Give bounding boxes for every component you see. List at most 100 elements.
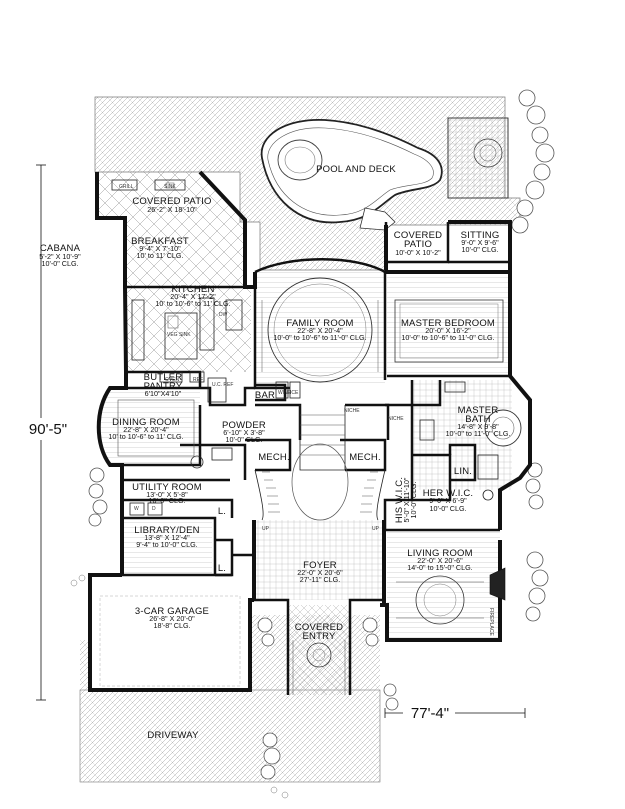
hedges	[88, 89, 555, 780]
library-size: 13'-8" X 12'-4"	[144, 533, 190, 542]
fireplace-group: FIREPLACE	[488, 608, 494, 636]
powder-fixtures	[190, 447, 233, 469]
master-bed-ceiling	[394, 299, 504, 363]
master-bedroom-clg: 10'-0" to 10'-6" to 11'-0" CLG.	[401, 333, 494, 342]
cabana-label: CABANA	[40, 243, 81, 254]
utility-clg: 10'-0" CLG.	[148, 496, 185, 505]
closet-label-2: L.	[218, 563, 226, 574]
sitting-size: 9'-0" X 9'-6"	[461, 238, 499, 247]
uc-ref-tag: U.C. REF	[212, 382, 233, 388]
family-room-size: 22'-8" X 20'-4"	[297, 326, 343, 335]
master-bath-clg: 10'-0" to 11'-0" CLG.	[446, 429, 511, 438]
living-clg: 14'-0" to 15'-0" CLG.	[407, 563, 472, 572]
veg-sink-tag: VEG SINK	[167, 332, 191, 338]
stairs	[254, 405, 386, 521]
fireplace-tag: FIREPLACE	[488, 608, 494, 636]
family-room-clg: 10'-0" to 10'-6" to 11'-0" CLG.	[273, 333, 366, 342]
closet-label-1: L.	[218, 506, 226, 517]
pergola	[447, 117, 509, 199]
utility-label: UTILITY ROOM	[132, 482, 202, 493]
garage-label: 3-CAR GARAGE	[135, 606, 209, 617]
ice-tag: ICE	[290, 390, 299, 396]
fixture-labels: GRILL SINK DW VEG SINK OVEN REF U.C. REF…	[119, 184, 494, 636]
library-clg: 9'-4" to 10'-0" CLG.	[136, 540, 197, 549]
pool-label: POOL AND DECK	[316, 164, 396, 175]
his-wic-size: 5'-0" X 11'-10"	[402, 477, 411, 522]
garage-size: 26'-8" X 20'-0"	[149, 614, 195, 623]
dining-clg: 10' to 10'-6" to 11' CLG.	[108, 432, 183, 441]
breakfast-label: BREAKFAST	[131, 236, 189, 247]
garage-clg: 18'-8" CLG.	[153, 621, 190, 630]
utility-fixtures	[129, 502, 163, 516]
covered-patio-label: COVERED PATIO	[132, 196, 211, 207]
room-labels: POOL AND DECK COVERED PATIO 26'-2" X 18'…	[39, 164, 510, 741]
her-wic-clg: 10'-0" CLG.	[429, 504, 466, 513]
his-wic-clg: 10'-0" CLG.	[409, 481, 418, 518]
master-bath-label-1: MASTER	[458, 405, 499, 416]
foyer-size: 22'-0" X 20'-6"	[297, 568, 343, 577]
entry-label-2: ENTRY	[302, 631, 335, 642]
butler-label-2: PANTRY	[144, 381, 183, 392]
patio-sink-tag: SINK	[164, 184, 176, 190]
depth-dimension: 90'-5"	[29, 421, 67, 438]
pool	[260, 119, 503, 231]
oven-tag: OVEN	[165, 377, 180, 383]
utility-size: 13'-0" X 5'-8"	[146, 490, 188, 499]
foyer-clg: 27'-11" CLG.	[300, 575, 341, 584]
entry-label-1: COVERED	[295, 622, 343, 633]
foyer-label: FOYER	[303, 560, 337, 571]
wine-tag: WINE	[278, 390, 292, 396]
dimension-labels: 90'-5" 77'-4"	[22, 418, 455, 722]
dining-size: 22'-8" X 20'-4"	[123, 425, 169, 434]
master-bath-label-2: BATH	[465, 414, 490, 425]
master-bath-size: 14'-8" X 9'-8"	[457, 422, 499, 431]
mech-label-2: MECH.	[349, 452, 381, 463]
grill-tag: GRILL	[119, 184, 134, 190]
powder-label: POWDER	[222, 420, 266, 431]
bar-label: BAR	[255, 390, 275, 401]
butler-label-1: BUTLER	[144, 372, 183, 383]
powder-clg: 10'-0" CLG.	[225, 435, 262, 444]
sitting-label: SITTING	[461, 230, 500, 241]
sitting-clg: 10'-0" CLG.	[461, 245, 498, 254]
master-patio-label-1: COVERED	[394, 230, 442, 241]
up-tag-1: UP	[262, 526, 270, 532]
living-size: 22'-0" X 20'-6"	[417, 556, 463, 565]
breakfast-size: 9'-4" X 7'-10"	[139, 244, 181, 253]
interior-walls	[122, 218, 510, 695]
his-wic-group: HIS W.I.C. 5'-0" X 11'-10" 10'-0" CLG.	[394, 477, 418, 523]
master-bedroom-size: 20'-0" X 16'-2"	[425, 326, 471, 335]
floor-fills	[97, 172, 512, 695]
mech-label-1: MECH.	[258, 452, 290, 463]
butler-size: 6'10"X4'10"	[145, 389, 182, 398]
niche-tag-1: NICHE	[344, 408, 360, 414]
entry-detail	[292, 640, 346, 695]
breakfast-clg: 10' to 11' CLG.	[137, 251, 184, 260]
living-detail	[396, 567, 506, 625]
up-tag-2: UP	[372, 526, 380, 532]
kitchen-fixtures	[111, 179, 243, 403]
master-patio-size: 10'-0" X 10'-2"	[395, 248, 441, 257]
her-wic-label: HER W.I.C.	[423, 488, 474, 499]
dw-tag: DW	[219, 312, 228, 318]
width-dimension: 77'-4"	[411, 705, 449, 722]
her-wic-size: 9'-6" X 6'-9"	[429, 496, 467, 505]
small-shrubs	[70, 574, 289, 799]
living-label: LIVING ROOM	[407, 548, 473, 559]
family-ceiling	[261, 277, 379, 383]
covered-patio-size: 26'-2" X 18'-10"	[147, 205, 197, 214]
master-bath-fixtures	[419, 381, 522, 501]
kitchen-size: 20'-4" X 17'-2"	[170, 292, 216, 301]
niche-tag-2: NICHE	[388, 416, 404, 422]
cabana-size: 5'-2" X 10'-9"	[39, 252, 81, 261]
cabana-clg: 10'-0" CLG.	[41, 259, 78, 268]
bar-fixtures	[275, 381, 301, 399]
library-label: LIBRARY/DEN	[134, 525, 199, 536]
dryer-tag: D	[152, 506, 156, 512]
ref-tag: REF	[193, 377, 203, 383]
dining-ceiling	[117, 399, 195, 457]
dining-label: DINING ROOM	[112, 417, 180, 428]
linen-label: LIN.	[454, 466, 472, 477]
master-patio-label-2: PATIO	[404, 239, 432, 250]
